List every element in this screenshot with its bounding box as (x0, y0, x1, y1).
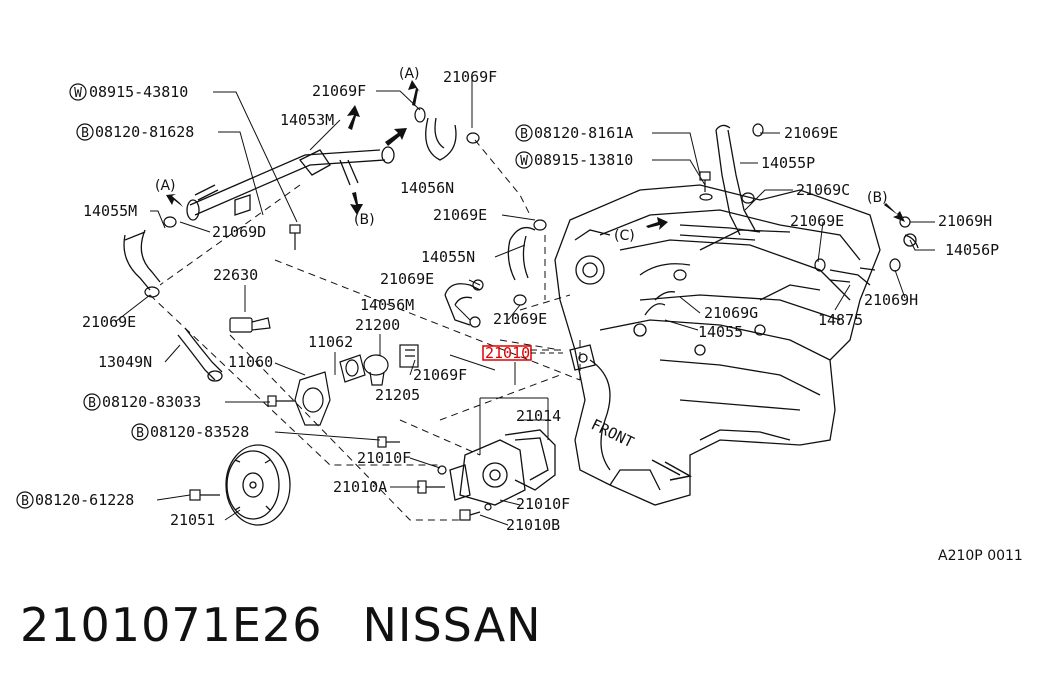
callout-21069d: 21069D (212, 223, 266, 241)
thermostat-assembly (294, 344, 419, 426)
part-caption: 2101071E26 NISSAN (20, 598, 542, 652)
callout-21069f-2: 21069F (443, 68, 497, 86)
callout-14055n: 14055N (421, 248, 475, 266)
prefix-b-2: B (520, 127, 528, 142)
callout-08120-83528: 08120-83528 (150, 423, 249, 441)
callout-21069g: 21069G (704, 304, 758, 322)
callout-11062: 11062 (308, 333, 353, 351)
callout-21069h-2: 21069H (864, 291, 918, 309)
engine-block (554, 184, 881, 506)
callout-21010b: 21010B (506, 516, 560, 534)
caption-brand: NISSAN (362, 598, 542, 652)
callout-14053m: 14053M (280, 111, 334, 129)
callout-21069f-1: 21069F (312, 82, 366, 100)
prefix-b-4: B (136, 426, 144, 441)
direction-arrows (166, 80, 905, 230)
callout-21200: 21200 (355, 316, 400, 334)
prefix-w-1: W (74, 86, 82, 101)
reference-markers: (A) (A) (B) (B) (C) (155, 66, 888, 244)
callout-21010a: 21010A (333, 478, 387, 496)
callout-21069e-3: 21069E (433, 206, 487, 224)
callout-21069e-2: 21069E (790, 212, 844, 230)
ref-c: (C) (614, 228, 635, 244)
water-pump (449, 344, 596, 506)
callout-14056m: 14056M (360, 296, 414, 314)
ref-b-right: (B) (867, 190, 888, 206)
callout-21069h-1: 21069H (938, 212, 992, 230)
sensor-22630 (229, 317, 271, 333)
callout-21069e-1: 21069E (784, 124, 838, 142)
leader-lines (114, 80, 935, 526)
bolts (189, 171, 713, 521)
prefix-b-1: B (81, 126, 89, 141)
callout-08915-13810: 08915-13810 (534, 151, 633, 169)
callout-21069e-4: 21069E (380, 270, 434, 288)
callout-21069c: 21069C (796, 181, 850, 199)
callout-21051: 21051 (170, 511, 215, 529)
prefix-letters: W B B W B B B (21, 86, 528, 509)
callout-21010f-1: 21010F (357, 449, 411, 467)
prefix-w-2: W (520, 154, 528, 169)
callout-14055: 14055 (698, 323, 743, 341)
callout-21010[interactable]: 21010 (485, 344, 530, 362)
diagram-code: A210P 0011 (938, 548, 1023, 564)
callout-11060: 11060 (228, 353, 273, 371)
callout-08120-81628: 08120-81628 (95, 123, 194, 141)
callout-21069e-5: 21069E (493, 310, 547, 328)
callout-14055m: 14055M (83, 202, 137, 220)
ref-b-center: (B) (354, 212, 375, 228)
callout-14056n: 14056N (400, 179, 454, 197)
callout-21010f-2: 21010F (516, 495, 570, 513)
ref-a-left: (A) (155, 178, 176, 194)
callout-21014: 21014 (516, 407, 561, 425)
front-arrow (651, 459, 693, 481)
callout-08120-83033: 08120-83033 (102, 393, 201, 411)
highlighted-part-21010[interactable]: 21010 (482, 344, 565, 362)
ref-a-top: (A) (399, 66, 420, 82)
front-label: FRONT (588, 415, 636, 451)
pulley (225, 444, 291, 526)
hose-clamps (144, 107, 911, 328)
callout-08120-8161a: 08120-8161A (534, 124, 633, 142)
hoses-pipes (123, 117, 919, 382)
callout-08120-61228: 08120-61228 (35, 491, 134, 509)
callout-labels: 08915-43810 08120-81628 14053M 21069F 21… (35, 68, 999, 534)
callout-21069f-3: 21069F (413, 366, 467, 384)
callout-21069e-6: 21069E (82, 313, 136, 331)
callout-13049n: 13049N (98, 353, 152, 371)
callout-21205: 21205 (375, 386, 420, 404)
prefix-b-5: B (21, 494, 29, 509)
prefix-b-3: B (88, 396, 96, 411)
callout-22630: 22630 (213, 266, 258, 284)
caption-part-number: 2101071E26 (20, 598, 323, 652)
callout-14875: 14875 (818, 311, 863, 329)
callout-14055p: 14055P (761, 154, 815, 172)
callout-14056p: 14056P (945, 241, 999, 259)
callout-08915-43810: 08915-43810 (89, 83, 188, 101)
prefix-circles (16, 83, 533, 509)
